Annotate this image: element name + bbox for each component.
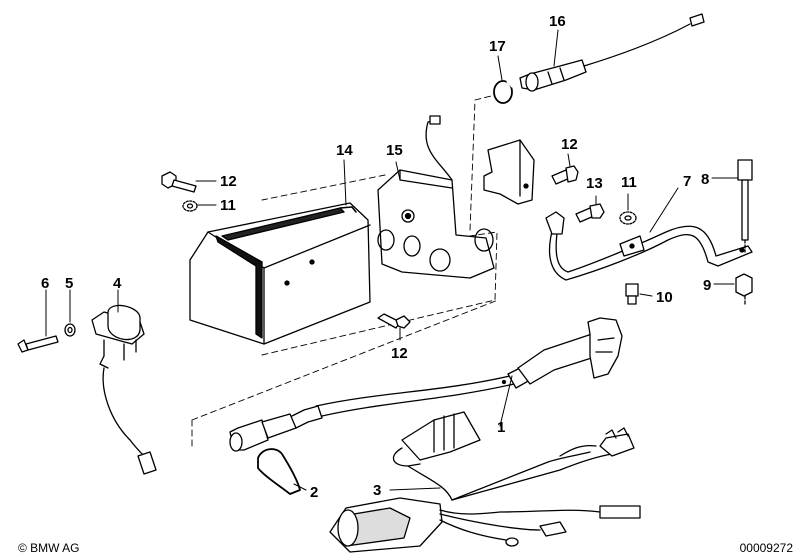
screw-10 <box>625 283 639 305</box>
sensor-plug <box>519 13 705 92</box>
callout-11-left: 11 <box>220 197 236 214</box>
assembly-guide-lines <box>191 94 499 451</box>
ignition-cable <box>229 317 623 452</box>
callout-7: 7 <box>683 173 691 190</box>
wiring-harness <box>329 411 641 553</box>
callout-16: 16 <box>549 13 566 30</box>
callout-labels: 1 2 3 4 5 6 7 8 9 10 11 11 12 12 12 13 1… <box>41 13 711 501</box>
screw-13 <box>575 203 605 223</box>
diagram-number: 00009272 <box>739 541 793 555</box>
screw-12-right <box>551 165 579 185</box>
connector-bracket <box>377 115 495 279</box>
callout-9: 9 <box>703 277 711 294</box>
callout-12-upper-left: 12 <box>220 173 237 190</box>
screw-12-upper-left <box>161 171 197 193</box>
callout-6: 6 <box>41 275 49 292</box>
callout-17: 17 <box>489 38 506 55</box>
callout-4: 4 <box>113 275 122 292</box>
callout-15: 15 <box>386 142 403 159</box>
callout-2: 2 <box>310 484 318 501</box>
bolt-8 <box>737 159 753 253</box>
leader-lines <box>45 29 739 491</box>
screw-6 <box>17 335 59 353</box>
cover-housing <box>189 202 371 345</box>
callout-10: 10 <box>656 289 673 306</box>
callout-8: 8 <box>701 171 709 188</box>
callout-12-lower: 12 <box>391 345 408 362</box>
mounting-plate <box>483 139 535 205</box>
callout-14: 14 <box>336 142 353 159</box>
nut-9 <box>735 273 753 307</box>
callout-12-right: 12 <box>561 136 578 153</box>
circlip <box>493 80 514 104</box>
callout-13: 13 <box>586 175 603 192</box>
callout-1: 1 <box>497 419 505 436</box>
callout-11-right: 11 <box>621 174 637 191</box>
callout-3: 3 <box>373 482 381 499</box>
washer-11-right <box>619 211 637 225</box>
ground-strap <box>545 211 753 281</box>
washer-5 <box>64 323 76 337</box>
copyright-text: © BMW AG <box>18 541 80 555</box>
washer-11-upper-left <box>182 200 198 212</box>
screw-12-lower <box>377 313 411 329</box>
relay-switch <box>91 304 157 475</box>
callout-5: 5 <box>65 275 73 292</box>
clip-2 <box>257 448 301 495</box>
